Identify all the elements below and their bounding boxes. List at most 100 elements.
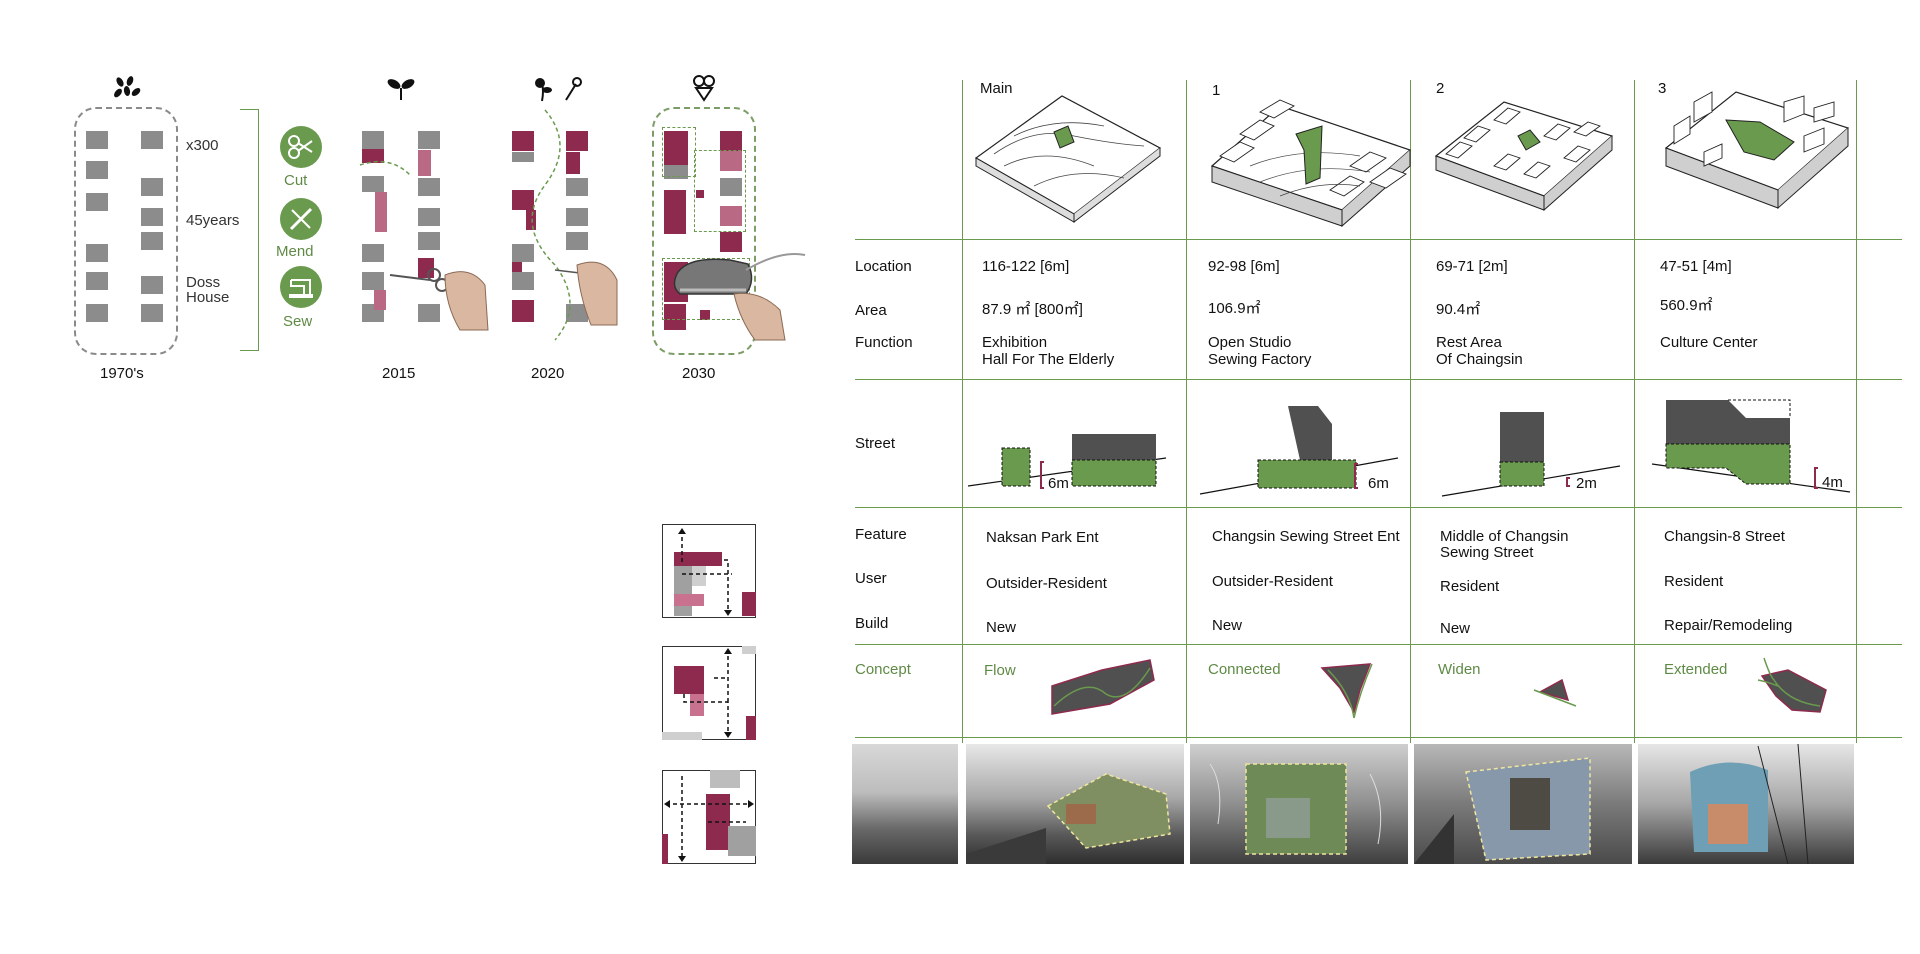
column-divider <box>962 80 963 743</box>
block <box>566 208 588 226</box>
site-model-3 <box>1664 91 1850 210</box>
column-divider <box>1186 80 1187 743</box>
block <box>418 208 440 226</box>
block <box>141 232 163 250</box>
block <box>86 244 108 262</box>
block <box>362 131 384 149</box>
block-new <box>696 190 704 198</box>
sewing-machine-icon <box>280 266 322 308</box>
row-label-area: Area <box>855 302 887 319</box>
dashed-zone <box>662 127 696 177</box>
block <box>512 244 534 262</box>
user-1: Outsider-Resident <box>1212 573 1333 590</box>
block <box>141 276 163 294</box>
column-divider <box>1856 80 1857 743</box>
tool-label-sew: Sew <box>283 313 313 330</box>
concept-shape-widen <box>1533 678 1577 707</box>
block <box>362 244 384 262</box>
block <box>141 131 163 149</box>
block-new <box>375 192 387 232</box>
location-3: 47-51 [4m] <box>1660 258 1732 275</box>
build-1: New <box>1212 617 1243 634</box>
block <box>566 178 588 196</box>
street-section-1 <box>1199 406 1399 495</box>
column-title-3: 3 <box>1658 80 1667 97</box>
concept-shape-connected <box>1320 663 1373 719</box>
area-3: 560.9㎡ <box>1660 297 1713 314</box>
site-model-1 <box>1210 99 1412 228</box>
site-photo-context <box>852 744 958 864</box>
block <box>418 131 440 149</box>
site-photo-main <box>966 744 1184 864</box>
block-new <box>720 206 742 226</box>
concept-2: Widen <box>1438 661 1481 678</box>
row-label-user: User <box>855 570 887 587</box>
function-main-line2: Hall For The Elderly <box>982 351 1115 368</box>
area-main: 87.9 ㎡ [800㎡] <box>982 301 1083 318</box>
block-new <box>664 190 686 234</box>
block <box>418 304 440 322</box>
area-1: 106.9㎡ <box>1208 300 1261 317</box>
needle-icon <box>280 198 322 240</box>
block <box>141 304 163 322</box>
year-2030: 2030 <box>682 365 716 382</box>
row-label-concept: Concept <box>855 661 911 678</box>
block <box>362 272 384 290</box>
feature-2-line2: Sewing Street <box>1440 544 1534 561</box>
street-height-3: 4m <box>1822 474 1843 491</box>
block-new <box>418 150 431 176</box>
concept-main: Flow <box>984 662 1016 679</box>
concept-3: Extended <box>1664 661 1728 678</box>
concept-1: Connected <box>1208 661 1281 678</box>
block <box>418 178 440 196</box>
block <box>141 178 163 196</box>
site-photo-1 <box>1190 744 1408 864</box>
function-3-line1: Culture Center <box>1660 334 1758 351</box>
feature-3: Changsin-8 Street <box>1664 528 1785 545</box>
block <box>720 178 742 196</box>
street-section-3 <box>1651 399 1851 493</box>
hand-scissors-illustration <box>359 160 489 331</box>
block-new <box>720 131 742 151</box>
build-2: New <box>1440 620 1471 637</box>
block-new <box>512 131 534 151</box>
era-label-count: x300 <box>186 137 219 154</box>
column-title-2: 2 <box>1436 80 1445 97</box>
row-divider <box>855 737 1902 738</box>
build-3: Repair/Remodeling <box>1664 617 1793 634</box>
tool-label-cut: Cut <box>284 172 308 189</box>
block-new <box>526 210 536 230</box>
dashed-zone <box>694 150 746 232</box>
block <box>86 161 108 179</box>
year-2020: 2020 <box>531 365 565 382</box>
year-1970s: 1970's <box>100 365 144 382</box>
street-height-2: 2m <box>1576 475 1597 492</box>
circulation-diagram <box>662 646 756 740</box>
row-label-build: Build <box>855 615 889 632</box>
block-new <box>512 300 534 322</box>
row-label-feature: Feature <box>855 526 907 543</box>
block-new <box>566 131 588 151</box>
block-new <box>512 190 534 210</box>
row-label-location: Location <box>855 258 912 275</box>
block <box>141 208 163 226</box>
block <box>86 131 108 149</box>
block-new <box>374 290 386 310</box>
street-height-1: 6m <box>1368 475 1389 492</box>
block-new <box>566 152 580 174</box>
year-2015: 2015 <box>382 365 416 382</box>
user-2: Resident <box>1440 578 1500 595</box>
block <box>664 165 688 179</box>
site-photo-3 <box>1638 744 1854 864</box>
function-2-line1: Rest Area <box>1436 334 1502 351</box>
bracket <box>240 109 259 351</box>
site-model-main <box>974 95 1162 224</box>
column-divider <box>1634 80 1635 743</box>
circulation-diagram <box>662 524 756 618</box>
column-divider <box>1410 80 1411 743</box>
block <box>512 272 534 290</box>
block <box>566 304 588 322</box>
hand-needle-illustration <box>531 109 618 341</box>
circulation-diagram <box>662 770 756 864</box>
concept-shape-extended <box>1757 657 1827 713</box>
